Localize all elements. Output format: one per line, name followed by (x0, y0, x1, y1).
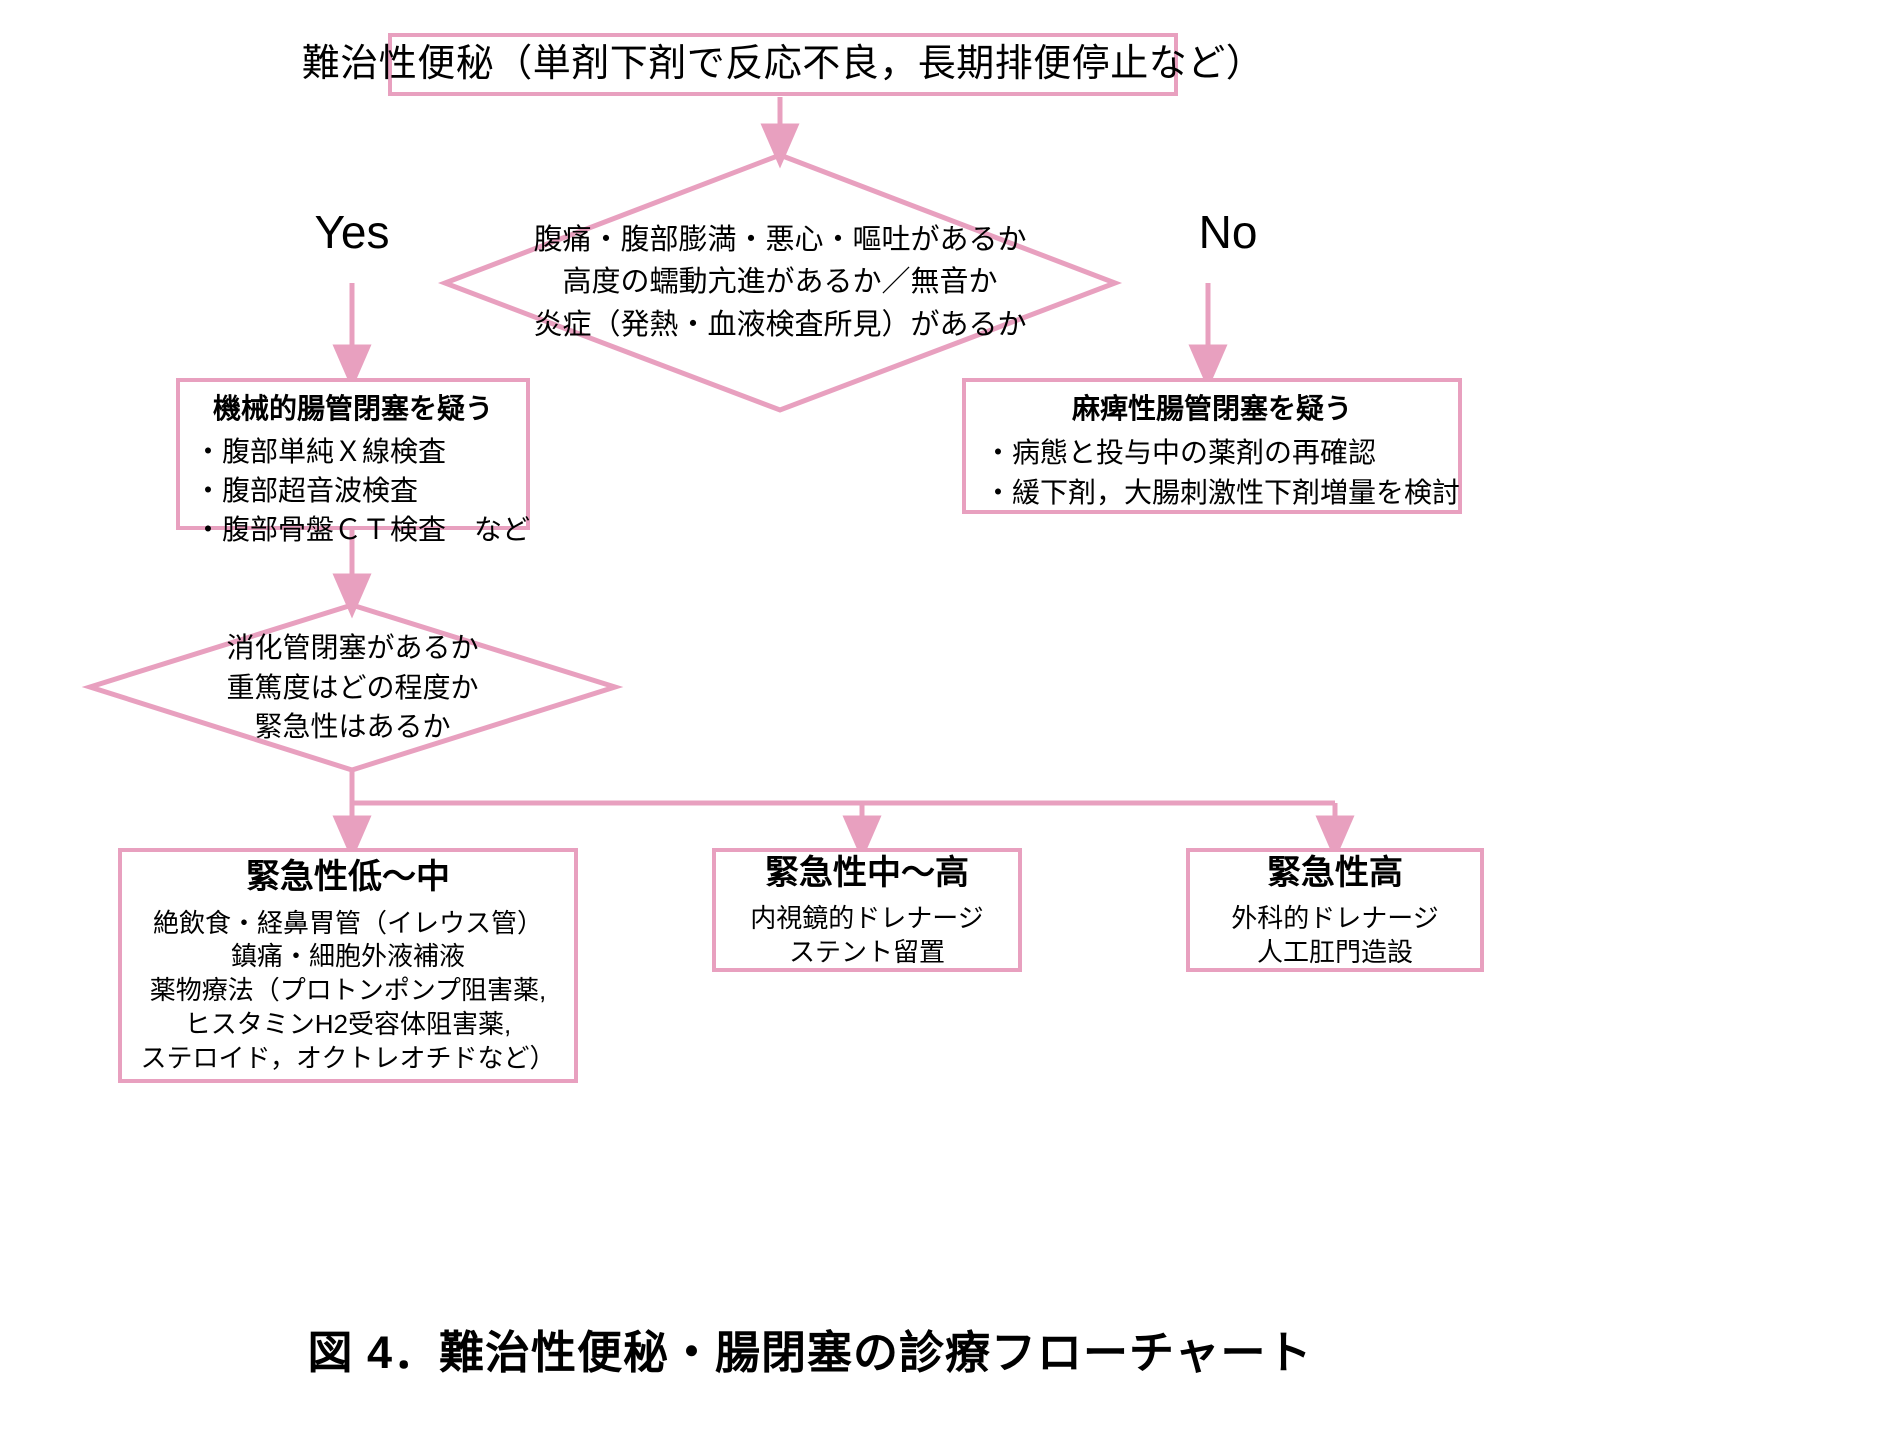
figure-caption: 図 4．難治性便秘・腸閉塞の診療フローチャート (307, 1327, 1313, 1378)
node-outcome-high-urgency: 緊急性高 外科的ドレナージ 人工肛門造設 (1186, 848, 1484, 972)
decision1-line-1: 腹痛・腹部膨満・悪心・嘔吐があるか (533, 224, 1027, 257)
node-outcome-moderate-to-high-urgency: 緊急性中〜高 内視鏡的ドレナージ ステント留置 (712, 848, 1022, 972)
paralytic-item-0: ・病態と投与中の薬剤の再確認 (984, 437, 1377, 469)
start-node-refractory-constipation: 難治性便秘（単剤下剤で反応不良，長期排便停止など） (302, 33, 1264, 96)
outcome-low-title: 緊急性低〜中 (246, 858, 450, 897)
outcome-high-line-0: 外科的ドレナージ (1231, 902, 1439, 933)
decision-node-symptom-check: 腹痛・腹部膨満・悪心・嘔吐があるか 高度の蠕動亢進があるか／無音か 炎症（発熱・… (445, 155, 1115, 410)
mechanical-item-0: ・腹部単純Ｘ線検査 (194, 436, 447, 468)
paralytic-item-1: ・緩下剤，大腸刺激性下剤増量を検討 (984, 476, 1461, 508)
outcome-mid-line-1: ステント留置 (788, 936, 945, 967)
outcome-mid-title: 緊急性中〜高 (765, 853, 969, 892)
decision1-line-2: 高度の蠕動亢進があるか／無音か (562, 266, 998, 299)
paralytic-title: 麻痺性腸管閉塞を疑う (1071, 393, 1352, 424)
outcome-high-title: 緊急性高 (1267, 853, 1403, 892)
mechanical-item-2: ・腹部骨盤ＣＴ検査 など (194, 513, 531, 545)
node-outcome-low-to-moderate-urgency: 緊急性低〜中 絶飲食・経鼻胃管（イレウス管） 鎮痛・細胞外液補液 薬物療法（プロ… (118, 848, 578, 1083)
decision2-line-1: 消化管閉塞があるか (226, 631, 479, 663)
outcome-mid-line-0: 内視鏡的ドレナージ (750, 902, 984, 933)
outcome-low-line-4: ステロイド，オクトレオチドなど） (140, 1042, 556, 1073)
outcome-low-line-3: ヒスタミンH2受容体阻害薬, (184, 1009, 512, 1039)
branch-label-no-text: No (1198, 206, 1258, 259)
mechanical-title: 機械的腸管閉塞を疑う (212, 393, 493, 424)
branch-label-yes-text: Yes (314, 206, 390, 259)
branch-label-no: No (1168, 205, 1288, 261)
decision2-line-2: 重篤度はどの程度か (226, 671, 479, 703)
node-paralytic-obstruction: 麻痺性腸管閉塞を疑う ・病態と投与中の薬剤の再確認 ・緩下剤，大腸刺激性下剤増量… (962, 378, 1462, 514)
decision-node-obstruction-severity: 消化管閉塞があるか 重篤度はどの程度か 緊急性はあるか (90, 605, 615, 770)
decision2-line-3: 緊急性はあるか (254, 711, 451, 743)
branch-label-yes: Yes (292, 205, 412, 261)
outcome-low-line-0: 絶飲食・経鼻胃管（イレウス管） (152, 907, 543, 938)
node-mechanical-obstruction: 機械的腸管閉塞を疑う ・腹部単純Ｘ線検査 ・腹部超音波検査 ・腹部骨盤ＣＴ検査 … (176, 378, 530, 545)
outcome-low-line-1: 鎮痛・細胞外液補液 (230, 941, 465, 972)
outcome-high-line-1: 人工肛門造設 (1256, 936, 1413, 967)
mechanical-item-1: ・腹部超音波検査 (194, 475, 419, 507)
outcome-low-line-2: 薬物療法（プロトンポンプ阻害薬, (149, 975, 547, 1006)
decision1-line-3: 炎症（発熱・血液検査所見）があるか (533, 308, 1027, 341)
start-node-text: 難治性便秘（単剤下剤で反応不良，長期排便停止など） (301, 42, 1265, 85)
